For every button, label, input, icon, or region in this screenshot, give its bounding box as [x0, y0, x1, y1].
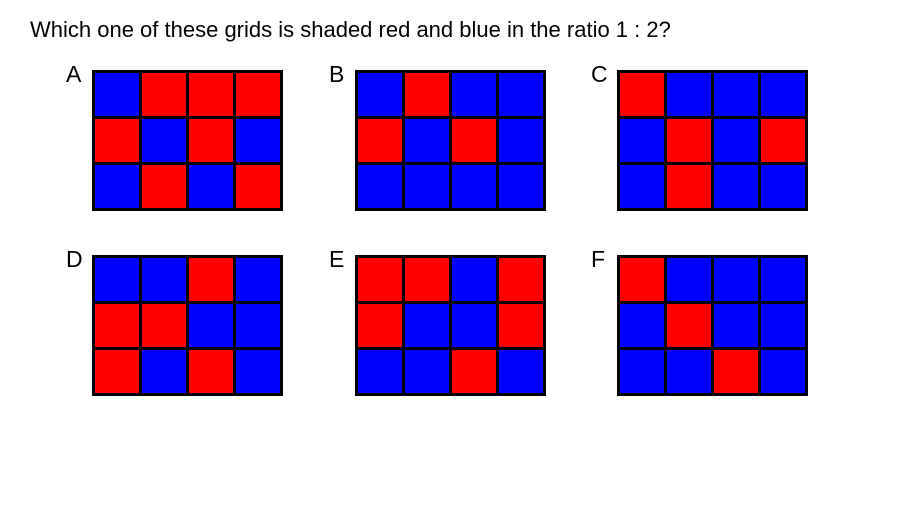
grid-cell-blue	[714, 119, 758, 162]
grid-cell-red	[667, 165, 711, 208]
grid-cell-blue	[620, 304, 664, 347]
grid-label: A	[66, 61, 82, 87]
grid-cell-blue	[714, 258, 758, 301]
answer-grid	[355, 70, 546, 211]
grid-cell-blue	[761, 73, 805, 116]
grid-cell-blue	[452, 304, 496, 347]
grid-cell-red	[142, 165, 186, 208]
grid-option-d[interactable]: D	[66, 245, 283, 396]
grid-cell-blue	[620, 350, 664, 393]
grid-option-c[interactable]: C	[591, 60, 808, 211]
answer-grid	[355, 255, 546, 396]
grid-cell-red	[714, 350, 758, 393]
grid-cell-blue	[142, 350, 186, 393]
grid-cell-red	[236, 165, 280, 208]
grid-cell-red	[405, 73, 449, 116]
grid-cell-red	[95, 350, 139, 393]
grid-cell-blue	[499, 165, 543, 208]
answer-grid	[92, 70, 283, 211]
answer-grid	[617, 70, 808, 211]
grid-cell-red	[95, 119, 139, 162]
grid-cell-red	[236, 73, 280, 116]
grid-cell-red	[405, 258, 449, 301]
grid-cell-red	[189, 350, 233, 393]
grid-cell-red	[142, 304, 186, 347]
grid-option-e[interactable]: E	[329, 245, 546, 396]
grid-cell-blue	[761, 258, 805, 301]
grid-cell-blue	[620, 165, 664, 208]
grid-cell-blue	[714, 304, 758, 347]
grid-cell-blue	[452, 73, 496, 116]
grid-cell-blue	[405, 119, 449, 162]
grid-label: B	[329, 61, 345, 87]
grid-option-f[interactable]: F	[591, 245, 808, 396]
grid-option-b[interactable]: B	[329, 60, 546, 211]
grid-label: E	[329, 246, 345, 272]
grid-cell-blue	[95, 165, 139, 208]
grid-cell-blue	[714, 165, 758, 208]
grid-cell-blue	[620, 119, 664, 162]
grid-cell-blue	[452, 258, 496, 301]
grid-cell-red	[142, 73, 186, 116]
grid-cell-red	[620, 258, 664, 301]
grid-label: D	[66, 246, 83, 272]
grid-cell-blue	[405, 165, 449, 208]
grid-cell-blue	[189, 165, 233, 208]
grid-cell-red	[667, 304, 711, 347]
grid-cell-blue	[142, 119, 186, 162]
grid-cell-blue	[236, 304, 280, 347]
grid-cell-blue	[142, 258, 186, 301]
grid-cell-blue	[95, 258, 139, 301]
grid-cell-blue	[95, 73, 139, 116]
grid-cell-blue	[499, 73, 543, 116]
grid-cell-blue	[405, 304, 449, 347]
grid-cell-red	[189, 119, 233, 162]
grid-option-a[interactable]: A	[66, 60, 283, 211]
grid-cell-blue	[405, 350, 449, 393]
grid-cell-blue	[761, 350, 805, 393]
grid-cell-red	[452, 350, 496, 393]
grid-cell-blue	[452, 165, 496, 208]
grid-cell-red	[358, 304, 402, 347]
grid-cell-blue	[667, 350, 711, 393]
grid-cell-red	[499, 258, 543, 301]
grid-cell-red	[189, 258, 233, 301]
grid-label: C	[591, 61, 608, 87]
grid-cell-red	[358, 119, 402, 162]
grid-cell-blue	[358, 73, 402, 116]
grid-cell-blue	[189, 304, 233, 347]
grid-cell-red	[667, 119, 711, 162]
grid-label: F	[591, 246, 606, 272]
grid-cell-red	[189, 73, 233, 116]
grid-cell-blue	[499, 119, 543, 162]
grid-cell-blue	[499, 350, 543, 393]
grid-cell-blue	[358, 350, 402, 393]
grid-cell-red	[761, 119, 805, 162]
grid-cell-blue	[236, 119, 280, 162]
grid-cell-red	[358, 258, 402, 301]
grid-cell-red	[95, 304, 139, 347]
grid-cell-red	[620, 73, 664, 116]
grid-cell-blue	[236, 350, 280, 393]
question-text: Which one of these grids is shaded red a…	[30, 17, 671, 42]
grid-cell-blue	[358, 165, 402, 208]
grid-cell-blue	[714, 73, 758, 116]
answer-grid	[617, 255, 808, 396]
grid-cell-red	[452, 119, 496, 162]
grid-cell-blue	[761, 304, 805, 347]
answer-grid	[92, 255, 283, 396]
grid-cell-blue	[667, 258, 711, 301]
grid-cell-blue	[236, 258, 280, 301]
grid-cell-blue	[667, 73, 711, 116]
grid-cell-blue	[761, 165, 805, 208]
grid-cell-red	[499, 304, 543, 347]
